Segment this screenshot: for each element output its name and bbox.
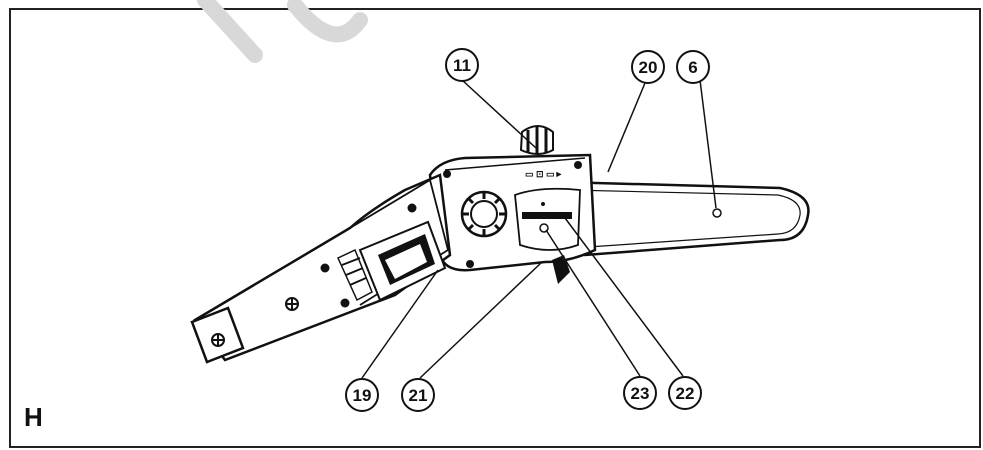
callout-22-label: 22: [676, 384, 695, 403]
callout-11: 11: [445, 48, 479, 82]
leader-lines: [361, 79, 717, 379]
callout-22: 22: [668, 376, 702, 410]
callout-23-label: 23: [631, 384, 650, 403]
callout-23: 23: [623, 376, 657, 410]
watermark: [197, 0, 368, 63]
tension-slot: [522, 212, 572, 219]
callout-19-label: 19: [353, 386, 372, 405]
callout-20: 20: [631, 50, 665, 84]
housing-marking: ▭ ⊡ ▭►: [525, 169, 563, 179]
bar-hole: [712, 208, 722, 218]
lower-lever: [552, 255, 570, 284]
callout-6-label: 6: [688, 58, 697, 77]
callout-6: 6: [676, 50, 710, 84]
figure-letter: H: [24, 402, 43, 432]
callout-20-label: 20: [639, 58, 658, 77]
tension-knob: [519, 125, 554, 155]
callout-21: 21: [401, 378, 435, 412]
callout-19: 19: [345, 378, 379, 412]
callout-11-label: 11: [453, 56, 471, 75]
callout-21-label: 21: [409, 386, 428, 405]
